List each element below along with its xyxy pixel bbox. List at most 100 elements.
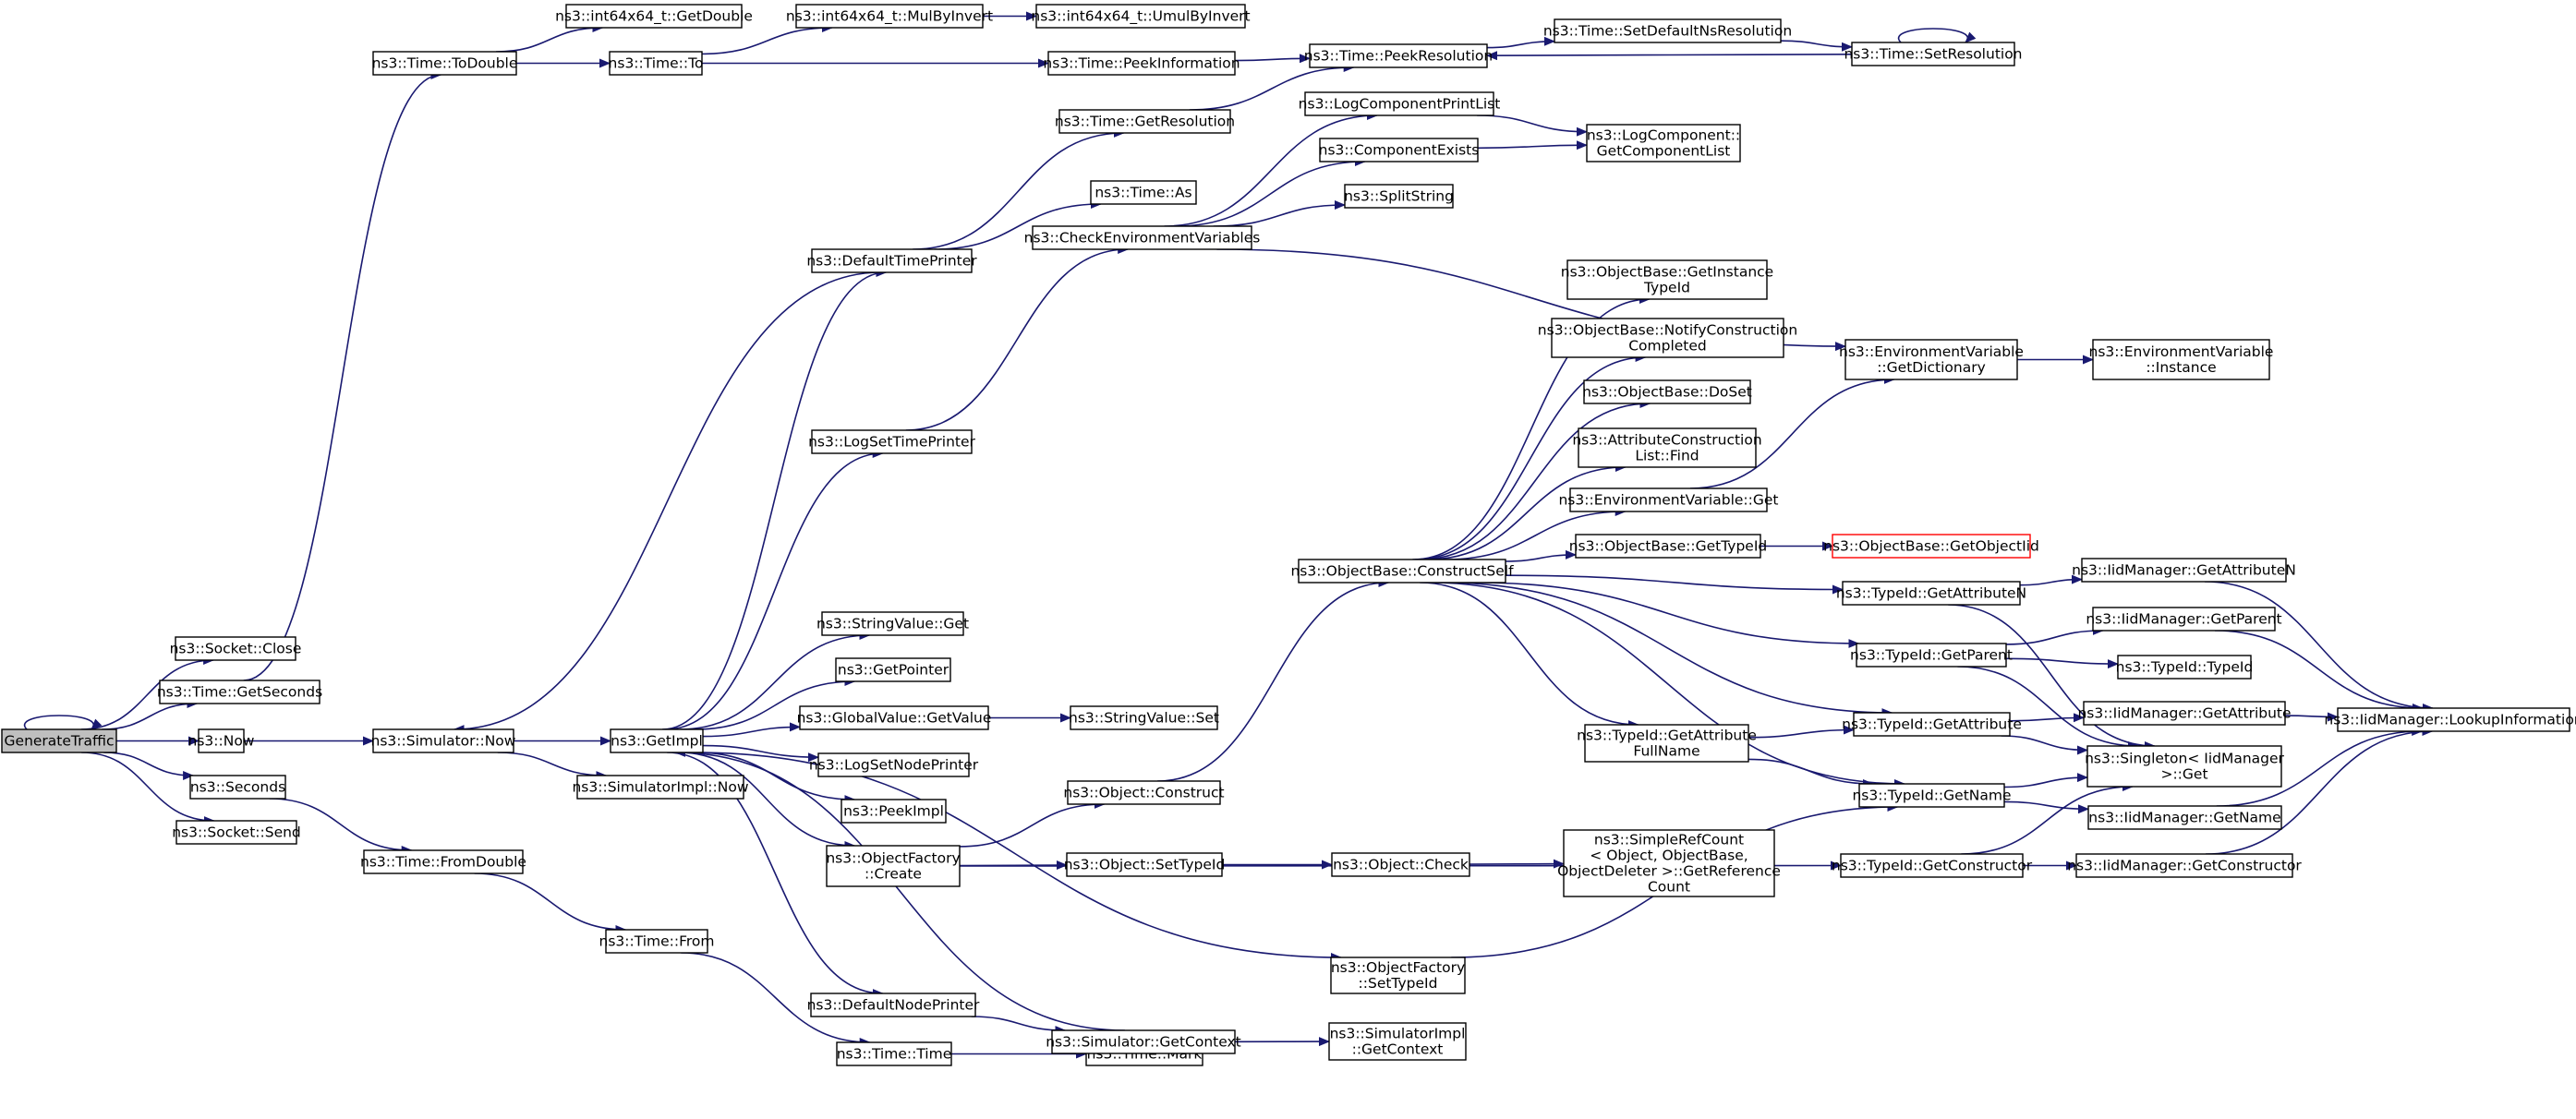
node-timetime[interactable]: ns3::Time::Time	[836, 1041, 952, 1066]
node-lcpl[interactable]: ns3::LogComponentPrintList	[1299, 91, 1501, 116]
node-imli[interactable]: ns3::IidManager::LookupInformation	[2324, 707, 2576, 732]
node-box	[1066, 852, 1223, 877]
edge-imgc-to-imli	[2206, 727, 2434, 855]
node-fromdouble[interactable]: ns3::Time::FromDouble	[360, 849, 526, 874]
node-box	[1331, 852, 1470, 877]
edge-gt-to-sclose	[80, 656, 215, 730]
node-tidgc[interactable]: ns3::TypeId::GetConstructor	[1832, 853, 2033, 878]
node-box	[2087, 805, 2282, 830]
node-label: ns3::Object::Check	[1333, 857, 1469, 873]
node-singget[interactable]: ns3::Singleton< IidManager >::Get	[2085, 745, 2285, 788]
node-box	[1090, 180, 1197, 205]
node-label: ns3::int64x64_t::GetDouble	[555, 8, 753, 26]
node-svset[interactable]: ns3::StringValue::Set	[1069, 705, 1219, 730]
node-evgd[interactable]: ns3::EnvironmentVariable::GetDictionary	[1839, 339, 2024, 380]
node-simgetctx[interactable]: ns3::Simulator::GetContext	[1046, 1029, 1241, 1054]
node-tidgp[interactable]: ns3::TypeId::GetParent	[1850, 643, 2013, 668]
edge-setres-to-setres	[1897, 28, 1977, 43]
edge-tidgp-to-tidtid	[2005, 657, 2119, 669]
node-srefcount[interactable]: ns3::SimpleRefCount< Object, ObjectBase,…	[1557, 829, 1781, 897]
node-ofcreate[interactable]: ns3::ObjectFactory::Create	[826, 845, 961, 887]
node-as[interactable]: ns3::Time::As	[1090, 180, 1197, 205]
node-label: ns3::GlobalValue::GetValue	[797, 710, 992, 727]
node-simimplctx[interactable]: ns3::SimulatorImpl::GetContext	[1328, 1022, 1467, 1061]
node-gt[interactable]: GenerateTraffic	[1, 728, 117, 753]
node-splitstr[interactable]: ns3::SplitString	[1344, 184, 1454, 209]
node-sval[interactable]: ns3::StringValue::Get	[816, 611, 969, 636]
node-evget[interactable]: ns3::EnvironmentVariable::Get	[1558, 487, 1779, 512]
node-box	[1, 728, 117, 753]
node-ssend[interactable]: ns3::Socket::Send	[172, 820, 301, 845]
node-peekres[interactable]: ns3::Time::PeekResolution	[1304, 43, 1493, 68]
node-tidgan[interactable]: ns3::TypeId::GetAttributeN	[1836, 581, 2026, 606]
node-obcs[interactable]: ns3::ObjectBase::ConstructSelf	[1290, 559, 1514, 584]
node-box	[1067, 780, 1221, 805]
node-lsnp[interactable]: ns3::LogSetNodePrinter	[809, 752, 979, 777]
node-tidtid[interactable]: ns3::TypeId::TypeId	[2116, 655, 2254, 680]
node-timefrom[interactable]: ns3::Time::From	[599, 929, 715, 954]
node-compex[interactable]: ns3::ComponentExists	[1319, 138, 1480, 162]
node-cev[interactable]: ns3::CheckEnvironmentVariables	[1024, 225, 1261, 250]
node-obgoi[interactable]: ns3::ObjectBase::GetObjectIid	[1823, 534, 2039, 559]
node-seconds[interactable]: ns3::Seconds	[189, 775, 286, 800]
node-oconstruct[interactable]: ns3::Object::Construct	[1063, 780, 1225, 805]
node-setdefns[interactable]: ns3::Time::SetDefaultNsResolution	[1543, 18, 1792, 43]
node-setres[interactable]: ns3::Time::SetResolution	[1844, 42, 2023, 66]
node-gvget[interactable]: ns3::GlobalValue::GetValue	[797, 705, 992, 730]
node-tidgn[interactable]: ns3::TypeId::GetName	[1852, 783, 2012, 808]
node-dnp[interactable]: ns3::DefaultNodePrinter	[807, 993, 980, 1017]
node-dtp[interactable]: ns3::DefaultTimePrinter	[806, 248, 977, 273]
node-label: ns3::Time::From	[599, 933, 715, 950]
edge-setdefns-to-setres	[1780, 40, 1853, 52]
edge-timefrom-to-timetime	[681, 952, 871, 1047]
node-box	[1032, 225, 1252, 250]
node-simnow[interactable]: ns3::Simulator::Now	[371, 728, 516, 753]
node-label: ns3::SimulatorImpl	[1330, 1026, 1466, 1042]
node-label: ns3::Time::GetResolution	[1055, 114, 1235, 130]
node-imgn[interactable]: ns3::IidManager::GetName	[2087, 805, 2282, 830]
node-getsec[interactable]: ns3::Time::GetSeconds	[157, 680, 322, 704]
node-simimplnow[interactable]: ns3::SimulatorImpl::Now	[572, 775, 749, 800]
node-ocheck[interactable]: ns3::Object::Check	[1331, 852, 1470, 877]
node-box	[1319, 138, 1479, 162]
node-box	[189, 775, 286, 800]
node-box	[1554, 18, 1782, 43]
node-lsp[interactable]: ns3::LogSetTimePrinter	[808, 429, 976, 454]
node-imgan[interactable]: ns3::IidManager::GetAttributeN	[2072, 558, 2296, 583]
node-lcgcl[interactable]: ns3::LogComponent::GetComponentList	[1586, 124, 1741, 162]
call-edges	[23, 11, 2434, 1059]
node-mulbyinv[interactable]: ns3::int64x64_t::MulByInvert	[786, 4, 993, 29]
node-umulbyinv[interactable]: ns3::int64x64_t::UmulByInvert	[1031, 4, 1251, 29]
node-obdoset[interactable]: ns3::ObjectBase::DoSet	[1582, 379, 1752, 404]
node-getres[interactable]: ns3::Time::GetResolution	[1055, 109, 1235, 134]
node-getimpl[interactable]: ns3::GetImpl	[610, 728, 704, 753]
node-obnc[interactable]: ns3::ObjectBase::NotifyConstructionCompl…	[1538, 318, 1797, 358]
node-label: ns3::Time::FromDouble	[360, 854, 526, 871]
node-getdouble[interactable]: ns3::int64x64_t::GetDouble	[555, 4, 753, 29]
node-ofsettid[interactable]: ns3::ObjectFactory::SetTypeId	[1330, 957, 1466, 994]
node-box	[2117, 655, 2252, 680]
node-now[interactable]: ns3::Now	[188, 728, 255, 753]
node-tidga[interactable]: ns3::TypeId::GetAttribute	[1842, 712, 2022, 737]
edge-imgp-to-imli	[2214, 630, 2424, 713]
edge-seconds-to-fromdouble	[269, 798, 413, 855]
node-imga[interactable]: ns3::IidManager::GetAttribute	[2077, 701, 2292, 726]
node-peekimpl[interactable]: ns3::PeekImpl	[841, 799, 947, 824]
node-sclose[interactable]: ns3::Socket::Close	[170, 636, 302, 661]
node-todouble[interactable]: ns3::Time::ToDouble	[372, 51, 518, 76]
node-imgp[interactable]: ns3::IidManager::GetParent	[2086, 607, 2282, 632]
node-to[interactable]: ns3::Time::To	[609, 51, 704, 76]
node-evinst[interactable]: ns3::EnvironmentVariable::Instance	[2089, 339, 2274, 380]
node-obgettid[interactable]: ns3::ObjectBase::GetTypeId	[1569, 534, 1768, 559]
node-getptr[interactable]: ns3::GetPointer	[835, 657, 951, 682]
node-osettid[interactable]: ns3::Object::SetTypeId	[1064, 852, 1226, 877]
node-imgc[interactable]: ns3::IidManager::GetConstructor	[2067, 853, 2302, 878]
node-box	[2081, 558, 2287, 583]
node-peekinfo[interactable]: ns3::Time::PeekInformation	[1043, 51, 1240, 76]
node-label: ns3::Time::PeekResolution	[1304, 48, 1493, 65]
node-box	[817, 752, 970, 777]
node-label: ns3::Time::PeekInformation	[1043, 55, 1240, 72]
